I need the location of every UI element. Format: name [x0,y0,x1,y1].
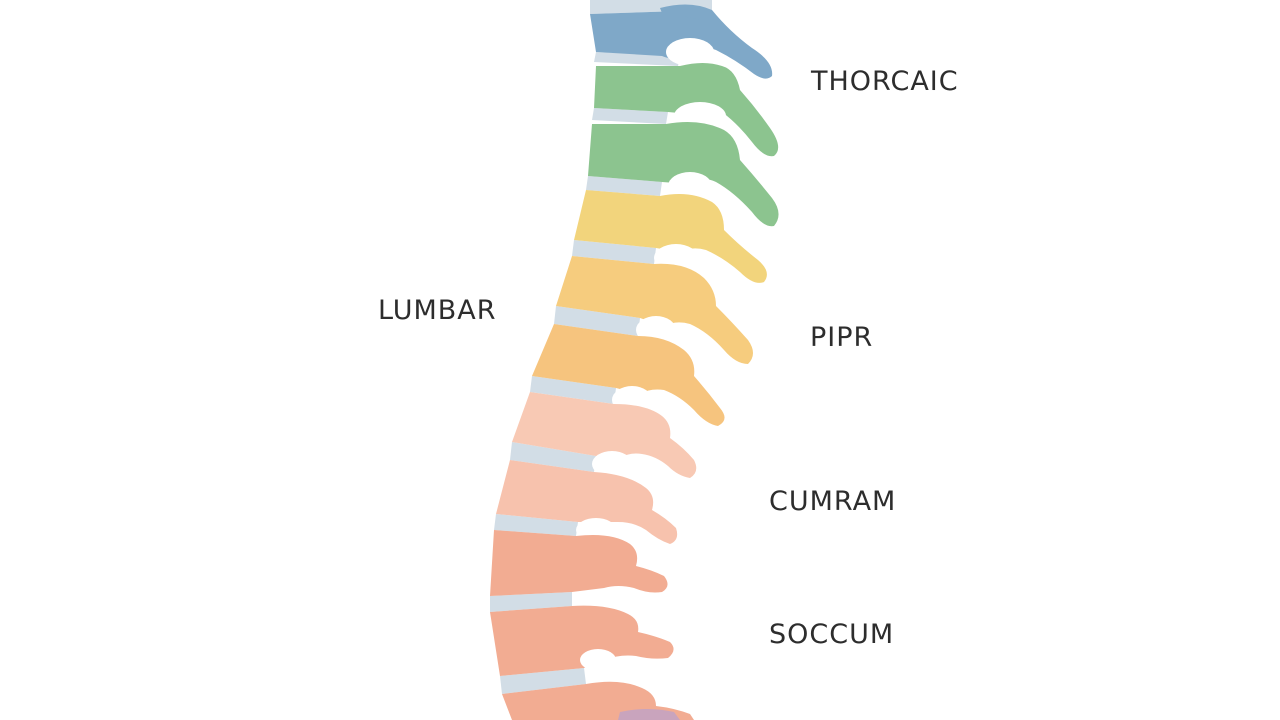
vertebra [490,605,674,676]
disc [572,240,656,264]
vertebra [590,4,773,79]
disc [592,108,668,124]
disc [530,376,616,404]
vertebra [490,530,668,596]
disc [554,306,640,336]
disc [500,668,586,694]
vertebra [512,392,697,478]
disc [510,442,596,472]
label-soccum: SOCCUM [769,619,895,650]
disc [494,514,578,536]
vertebra [588,122,779,227]
label-thoracic: THORCAIC [811,66,959,97]
vertebra [618,709,680,720]
label-cumram: CUMRAM [769,486,897,517]
disc [490,592,572,612]
label-pipr: PIPR [810,322,874,353]
disc [586,176,662,196]
vertebral-column [490,0,779,720]
label-lumbar: LUMBAR [378,295,497,326]
